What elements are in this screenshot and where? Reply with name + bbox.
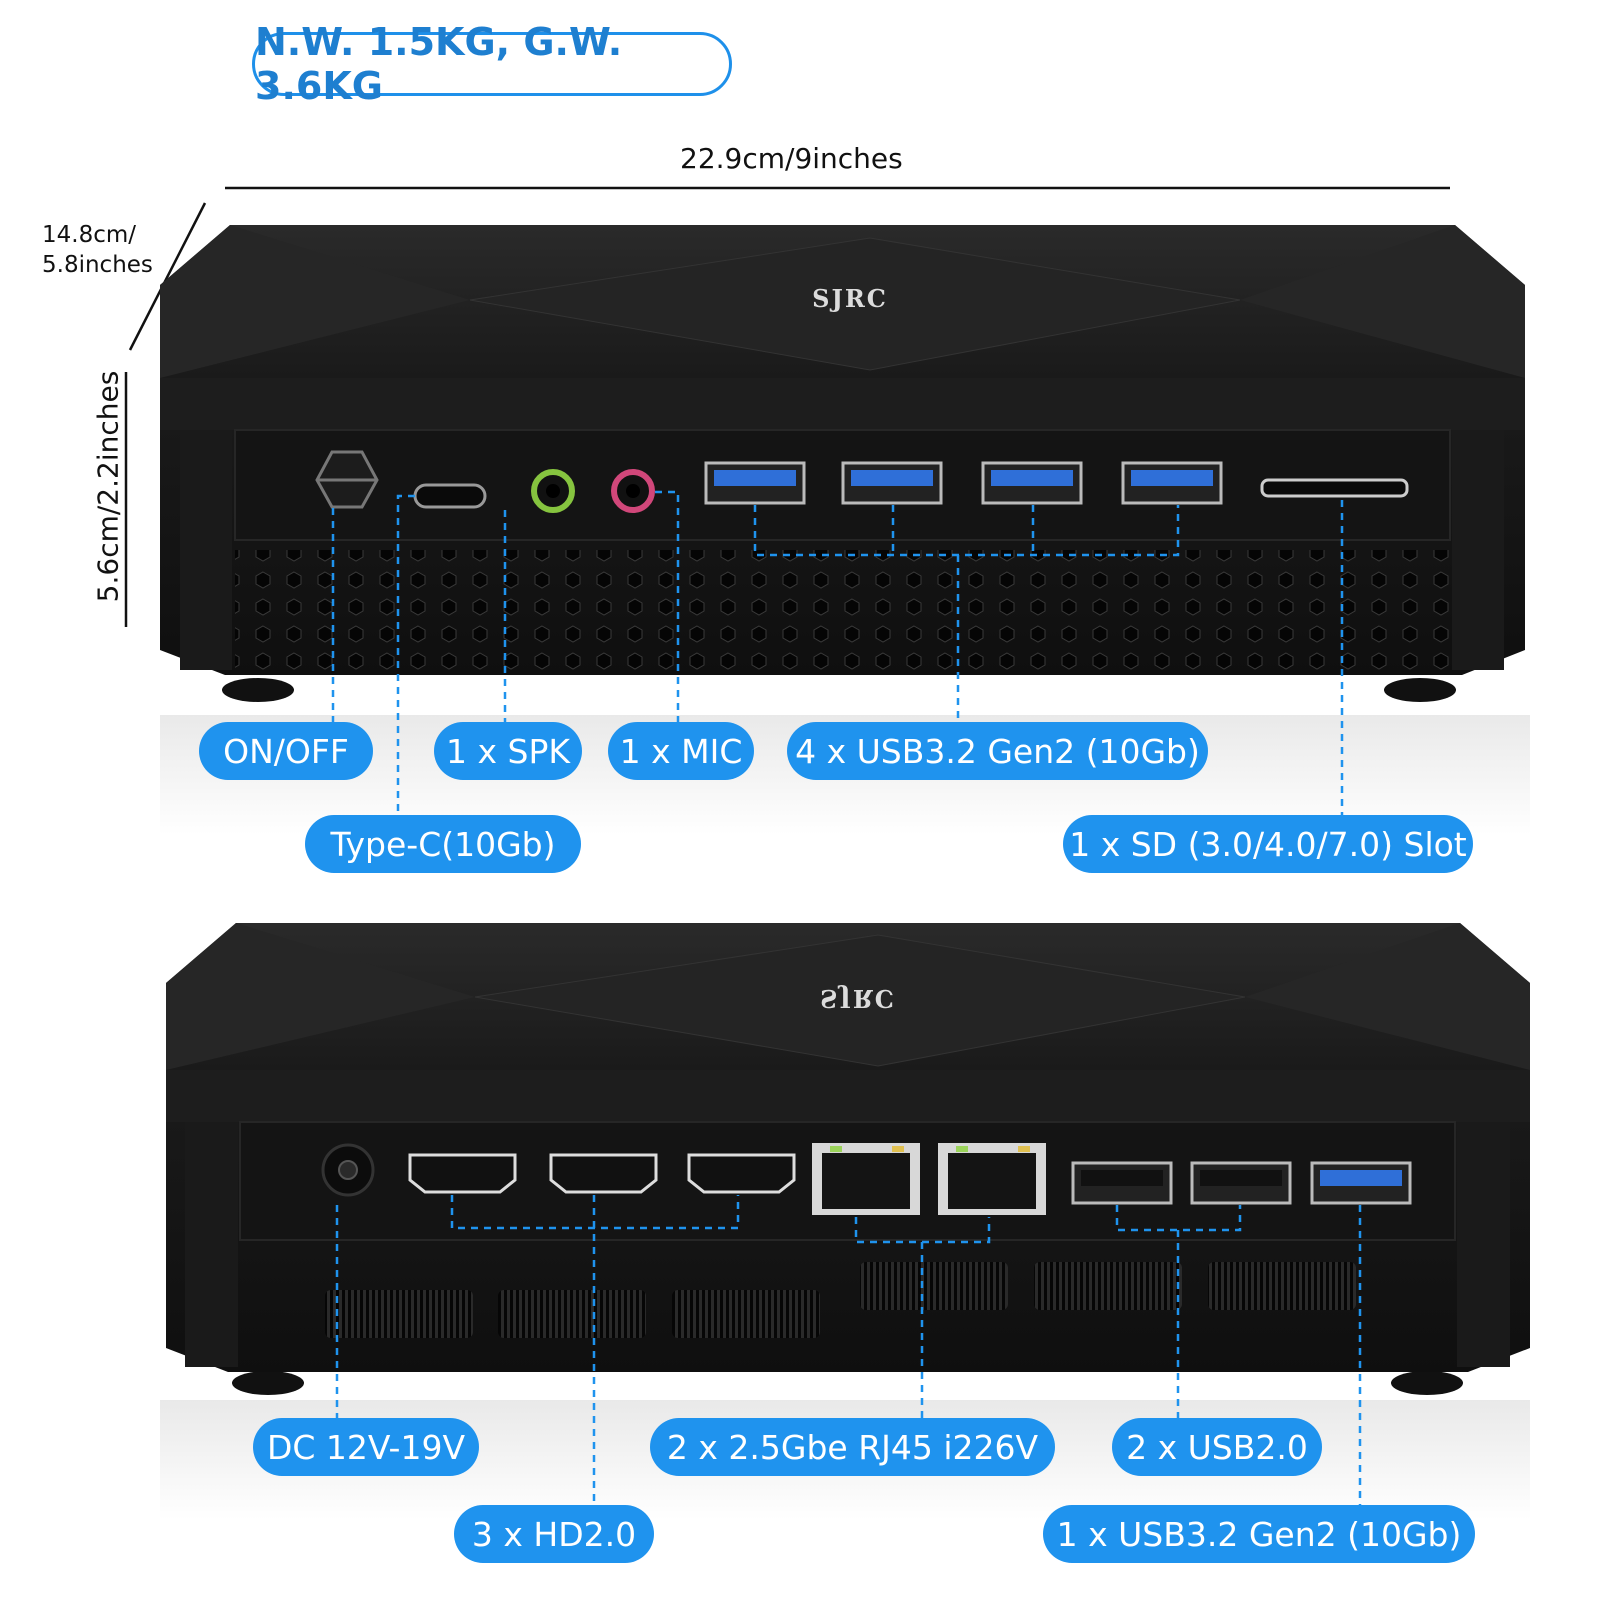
depth-line-2: 5.8inches <box>42 252 153 278</box>
rear-foot-right <box>1391 1371 1463 1395</box>
label-sd-slot: 1 x SD (3.0/4.0/7.0) Slot <box>1063 815 1473 873</box>
front-unit: SJRC <box>160 225 1530 835</box>
rear-vent-slot <box>498 1290 646 1338</box>
depth-dimension-line <box>128 202 207 351</box>
rear-vent-slot <box>860 1262 1008 1310</box>
hdmi-port-icon[interactable] <box>408 1153 517 1194</box>
hdmi-ports <box>408 1153 796 1194</box>
front-top-corner-left <box>160 225 470 378</box>
rear-vent-slot <box>1208 1262 1356 1310</box>
usb32-front-ports <box>704 461 1223 505</box>
brand-logo: SJRC <box>812 284 888 313</box>
label-usb20: 2 x USB2.0 <box>1112 1418 1322 1476</box>
rear-top-corner-left <box>166 923 475 1070</box>
front-pillar-left <box>180 430 232 670</box>
label-speaker: 1 x SPK <box>434 722 582 780</box>
label-rj45: 2 x 2.5Gbe RJ45 i226V <box>650 1418 1055 1476</box>
rear-vents <box>325 1262 1356 1338</box>
label-dc: DC 12V-19V <box>253 1418 479 1476</box>
rear-leader-lines <box>335 1195 1362 1505</box>
hdmi-port-icon[interactable] <box>687 1153 796 1194</box>
brand-logo-rear: SJRC <box>820 984 896 1013</box>
front-pillar-right <box>1452 430 1504 670</box>
label-usb32-front: 4 x USB3.2 Gen2 (10Gb) <box>787 722 1208 780</box>
label-mic: 1 x MIC <box>608 722 754 780</box>
type-c-port-icon[interactable] <box>413 483 487 509</box>
front-foot-right <box>1384 678 1456 702</box>
weight-badge: N.W. 1.5KG, G.W. 3.6KG <box>252 20 732 108</box>
label-hdmi: 3 x HD2.0 <box>454 1505 654 1563</box>
label-power: ON/OFF <box>199 722 373 780</box>
front-top-corner-right <box>1240 225 1525 378</box>
label-usb32-rear: 1 x USB3.2 Gen2 (10Gb) <box>1043 1505 1475 1563</box>
rj45-ports <box>812 1143 1046 1215</box>
weight-text: N.W. 1.5KG, G.W. 3.6KG <box>255 20 623 108</box>
rear-lip <box>166 1070 1530 1122</box>
label-type-c: Type-C(10Gb) <box>305 815 581 873</box>
rear-vent-slot <box>325 1290 473 1338</box>
hdmi-port-icon[interactable] <box>549 1153 658 1194</box>
depth-dimension-label: 14.8cm/ 5.8inches <box>42 220 153 280</box>
front-vent-grille <box>235 550 1450 670</box>
rear-vent-slot <box>1034 1262 1182 1310</box>
rear-pillar-left <box>185 1122 238 1367</box>
rear-foot-left <box>232 1371 304 1395</box>
width-dimension-label: 22.9cm/9inches <box>680 142 903 175</box>
rear-vent-slot <box>672 1290 820 1338</box>
rear-pillar-right <box>1457 1122 1510 1367</box>
front-leader-lines <box>331 490 1344 815</box>
sd-slot-icon[interactable] <box>1260 478 1409 498</box>
front-lip <box>160 378 1525 430</box>
rear-top-corner-right <box>1245 923 1530 1070</box>
depth-line-1: 14.8cm/ <box>42 222 137 248</box>
front-foot-left <box>222 678 294 702</box>
